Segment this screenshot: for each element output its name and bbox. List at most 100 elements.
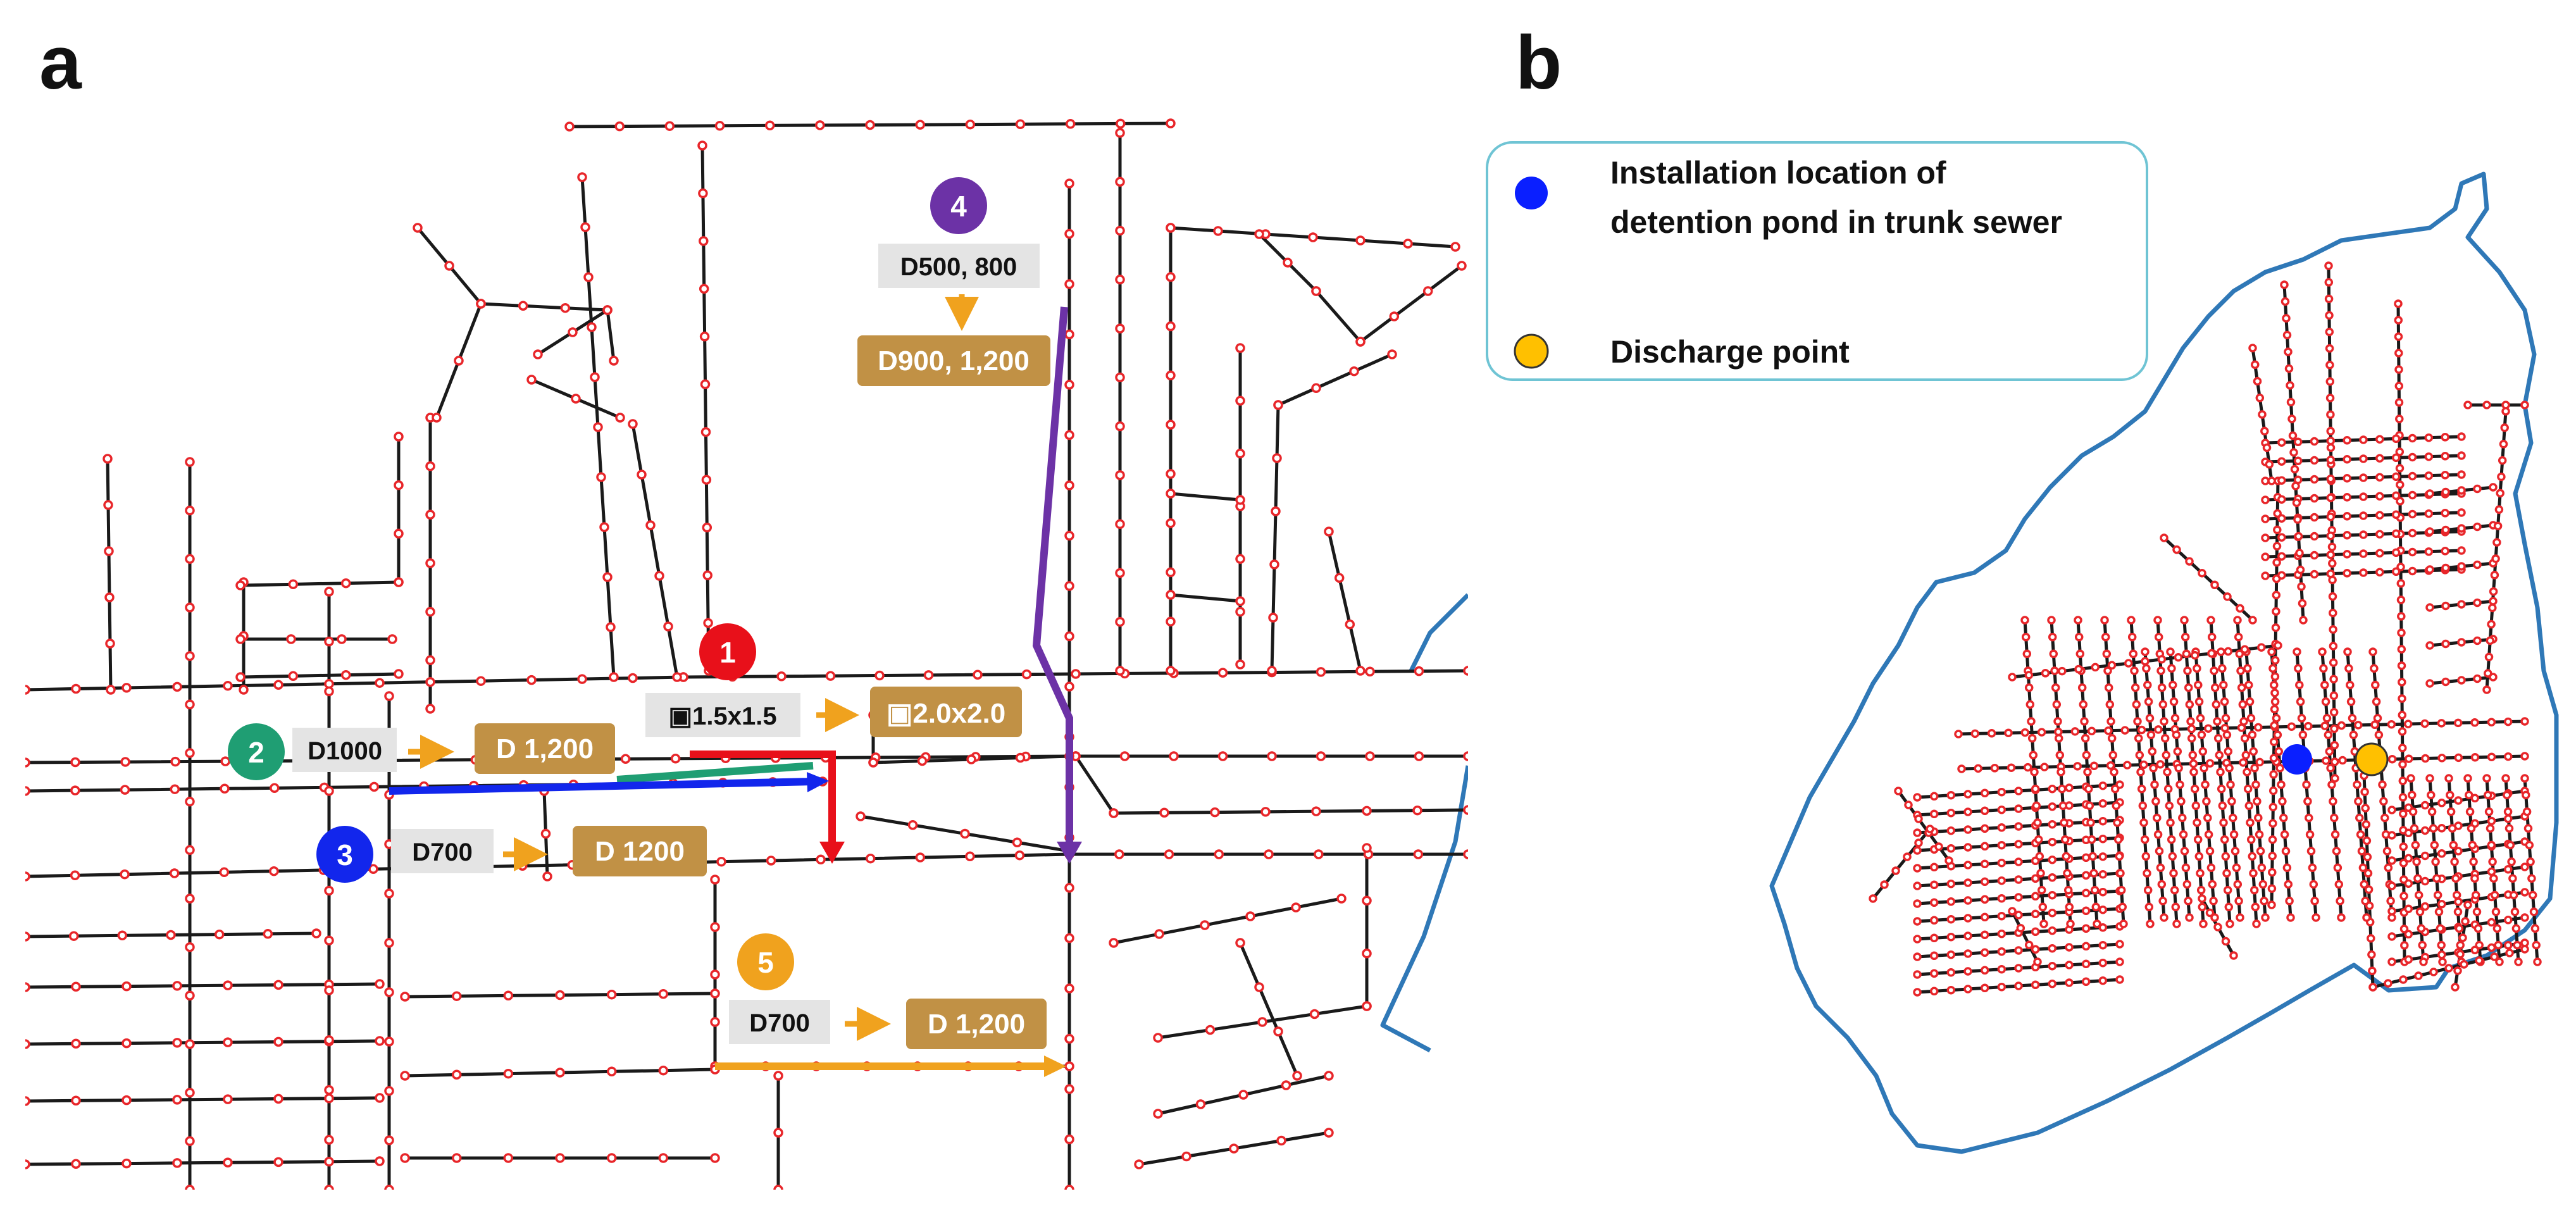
manhole-node: [2098, 799, 2108, 808]
manhole-node: [1457, 261, 1467, 271]
manhole-node: [2437, 799, 2446, 807]
manhole-node: [2343, 550, 2351, 559]
manhole-node: [518, 301, 528, 311]
manhole-node: [2014, 840, 2023, 849]
manhole-node: [2103, 666, 2112, 675]
manhole-node: [2222, 869, 2231, 878]
manhole-node: [425, 606, 435, 617]
manhole-node: [1210, 807, 1220, 818]
manhole-node: [2487, 816, 2496, 826]
manhole-node: [2482, 401, 2491, 409]
manhole-node: [917, 756, 928, 766]
manhole-node: [714, 121, 725, 131]
manhole-node: [1109, 808, 1119, 818]
manhole-node: [1064, 380, 1074, 390]
manhole-node: [1064, 581, 1074, 591]
manhole-node: [577, 674, 587, 684]
manhole-node: [384, 888, 394, 899]
manhole-node: [2199, 919, 2208, 928]
manhole-node: [1166, 489, 1176, 499]
manhole-node: [2337, 913, 2346, 922]
manhole-node: [1412, 805, 1422, 816]
manhole-node: [698, 188, 708, 199]
pipe-segment: [1314, 289, 1362, 344]
manhole-node: [1324, 1071, 1334, 1081]
manhole-node: [1311, 806, 1321, 816]
route-3-arrowhead: [807, 772, 829, 792]
manhole-node: [2362, 836, 2372, 845]
manhole-node: [973, 670, 983, 680]
upgrade-4-before: D500, 800: [900, 253, 1017, 281]
manhole-node: [2031, 980, 2040, 990]
manhole-node: [2226, 780, 2235, 789]
manhole-node: [1946, 790, 1956, 800]
manhole-node: [420, 755, 431, 765]
manhole-node: [2404, 904, 2413, 914]
manhole-node: [2036, 869, 2045, 878]
manhole-node: [702, 570, 712, 580]
manhole-node: [2143, 885, 2153, 895]
manhole-node: [2419, 957, 2428, 966]
manhole-node: [2020, 728, 2030, 737]
manhole-node: [2469, 857, 2478, 866]
manhole-node: [2236, 666, 2245, 675]
manhole-node: [2321, 697, 2330, 706]
manhole-node: [2431, 857, 2440, 866]
manhole-node: [2098, 905, 2108, 914]
manhole-node: [2348, 714, 2357, 723]
manhole-node: [2286, 913, 2295, 922]
manhole-node: [2293, 456, 2303, 466]
manhole-node: [1926, 825, 1934, 833]
manhole-node: [2429, 968, 2438, 976]
manhole-node: [340, 578, 351, 589]
legend-pond-label-line2: detention pond in trunk sewer: [1610, 204, 2062, 240]
upgrade-3-before-box: [391, 829, 494, 873]
manhole-node: [2205, 847, 2215, 856]
manhole-node: [2149, 764, 2158, 773]
manhole-node: [776, 671, 787, 682]
manhole-node: [2418, 940, 2427, 950]
manhole-node: [2520, 752, 2529, 761]
manhole-node: [2257, 643, 2266, 652]
manhole-node: [2098, 834, 2108, 844]
manhole-node: [2251, 902, 2260, 912]
manhole-node: [1929, 809, 1939, 819]
manhole-node: [223, 1037, 233, 1047]
manhole-node: [658, 1153, 669, 1163]
manhole-node: [1980, 983, 1989, 993]
manhole-node: [2533, 957, 2542, 966]
manhole-node: [2399, 859, 2408, 868]
manhole-node: [1946, 826, 1956, 835]
manhole-node: [2465, 790, 2473, 800]
manhole-node: [2293, 647, 2301, 656]
manhole-node: [25, 786, 30, 796]
catchment-overview: [1769, 171, 2559, 1154]
manhole-node: [2253, 377, 2262, 386]
manhole-node: [2297, 582, 2306, 591]
manhole-node: [700, 427, 711, 437]
manhole-node: [2274, 641, 2282, 650]
manhole-node: [2528, 890, 2537, 900]
manhole-node: [2324, 294, 2334, 304]
manhole-node: [2261, 913, 2270, 922]
manhole-node: [2254, 723, 2263, 732]
manhole-node: [1362, 806, 1372, 816]
manhole-node: [699, 332, 710, 342]
manhole-node: [2310, 475, 2319, 484]
manhole-node: [2163, 784, 2173, 794]
manhole-node: [2098, 887, 2108, 897]
manhole-node: [2254, 813, 2263, 823]
manhole-node: [2343, 455, 2351, 464]
pipe-segment: [1112, 897, 1343, 945]
manhole-node: [172, 682, 182, 692]
badge-2-number: 2: [248, 736, 264, 769]
manhole-node: [2204, 830, 2213, 839]
manhole-node: [2031, 927, 2040, 937]
manhole-node: [2098, 958, 2108, 968]
manhole-node: [2503, 717, 2513, 726]
manhole-node: [1980, 966, 1989, 975]
manhole-node: [2487, 752, 2496, 761]
manhole-node: [2387, 754, 2397, 764]
manhole-node: [503, 990, 514, 1001]
manhole-node: [121, 1158, 132, 1169]
